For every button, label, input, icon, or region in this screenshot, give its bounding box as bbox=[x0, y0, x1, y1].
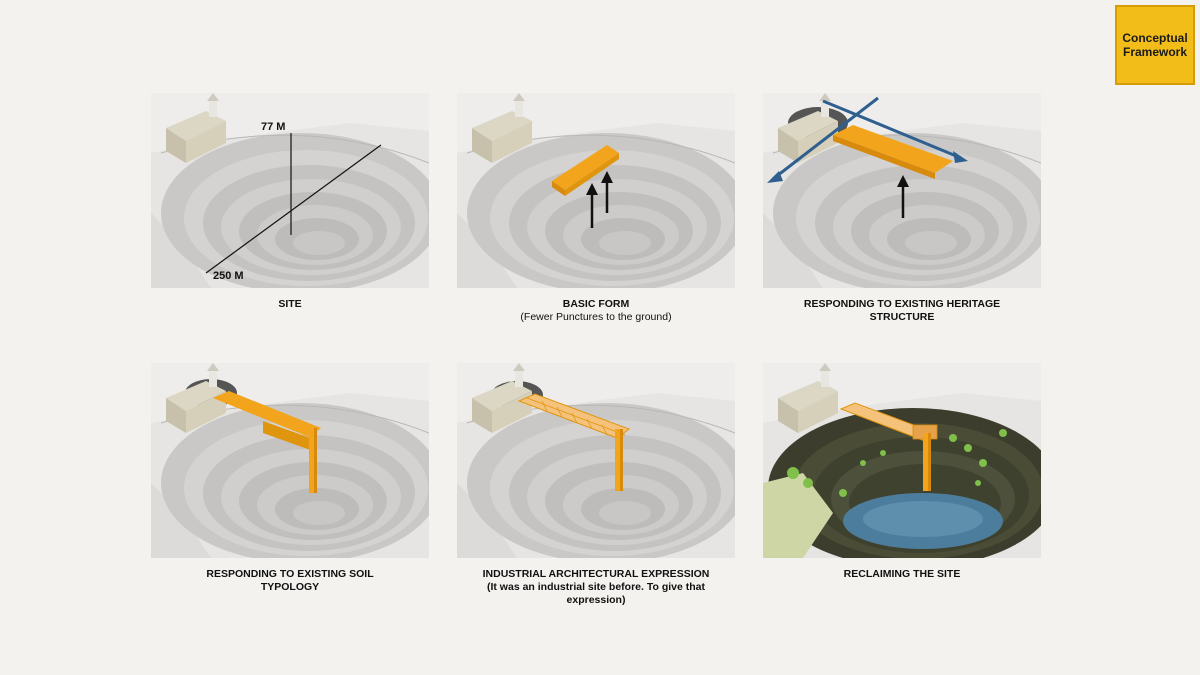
vertical-core bbox=[615, 429, 623, 491]
heritage-form-volume bbox=[833, 125, 953, 173]
soil-form-volume bbox=[213, 391, 321, 437]
caption-title: INDUSTRIAL ARCHITECTURAL EXPRESSION bbox=[482, 568, 710, 580]
badge-line-2: Framework bbox=[1122, 45, 1188, 59]
badge-line-1: Conceptual bbox=[1122, 31, 1188, 45]
caption-soil-typology: RESPONDING TO EXISTING SOIL TYPOLOGY bbox=[140, 568, 440, 594]
width-label: 250 M bbox=[213, 270, 244, 282]
caption-subtitle: (Fewer Punctures to the ground) bbox=[520, 311, 672, 323]
arrow-left-icon bbox=[767, 171, 783, 183]
caption-industrial: INDUSTRIAL ARCHITECTURAL EXPRESSION (It … bbox=[446, 568, 746, 607]
width-dimension-line bbox=[205, 144, 382, 274]
panel-soil-typology bbox=[151, 363, 429, 558]
caption-title: RESPONDING TO EXISTING HERITAGE STRUCTUR… bbox=[803, 298, 1001, 323]
caption-reclaiming: RECLAIMING THE SITE bbox=[752, 568, 1052, 581]
basic-form-volume bbox=[552, 145, 619, 190]
vertical-core bbox=[923, 433, 931, 491]
up-arrow-icon bbox=[897, 175, 909, 187]
arrow-right-icon bbox=[953, 151, 968, 163]
vertical-core bbox=[309, 428, 317, 493]
caption-subtitle: (It was an industrial site before. To gi… bbox=[486, 581, 705, 606]
up-arrow-icon bbox=[601, 171, 613, 183]
panel-basic-form bbox=[457, 93, 735, 288]
caption-basic-form: BASIC FORM (Fewer Punctures to the groun… bbox=[446, 298, 746, 324]
caption-title: RESPONDING TO EXISTING SOIL TYPOLOGY bbox=[206, 568, 374, 593]
caption-title: SITE bbox=[278, 298, 302, 310]
caption-title: RECLAIMING THE SITE bbox=[843, 568, 961, 580]
panel-industrial bbox=[457, 363, 735, 558]
panel-heritage bbox=[763, 93, 1041, 288]
height-label: 77 M bbox=[261, 121, 285, 133]
panel-reclaiming bbox=[763, 363, 1041, 558]
caption-heritage: RESPONDING TO EXISTING HERITAGE STRUCTUR… bbox=[752, 298, 1052, 324]
panel-site: 77 M 250 M bbox=[151, 93, 429, 288]
caption-title: BASIC FORM bbox=[562, 298, 630, 310]
up-arrow-icon bbox=[586, 183, 598, 195]
green-deck bbox=[763, 473, 833, 558]
caption-site: SITE bbox=[140, 298, 440, 311]
